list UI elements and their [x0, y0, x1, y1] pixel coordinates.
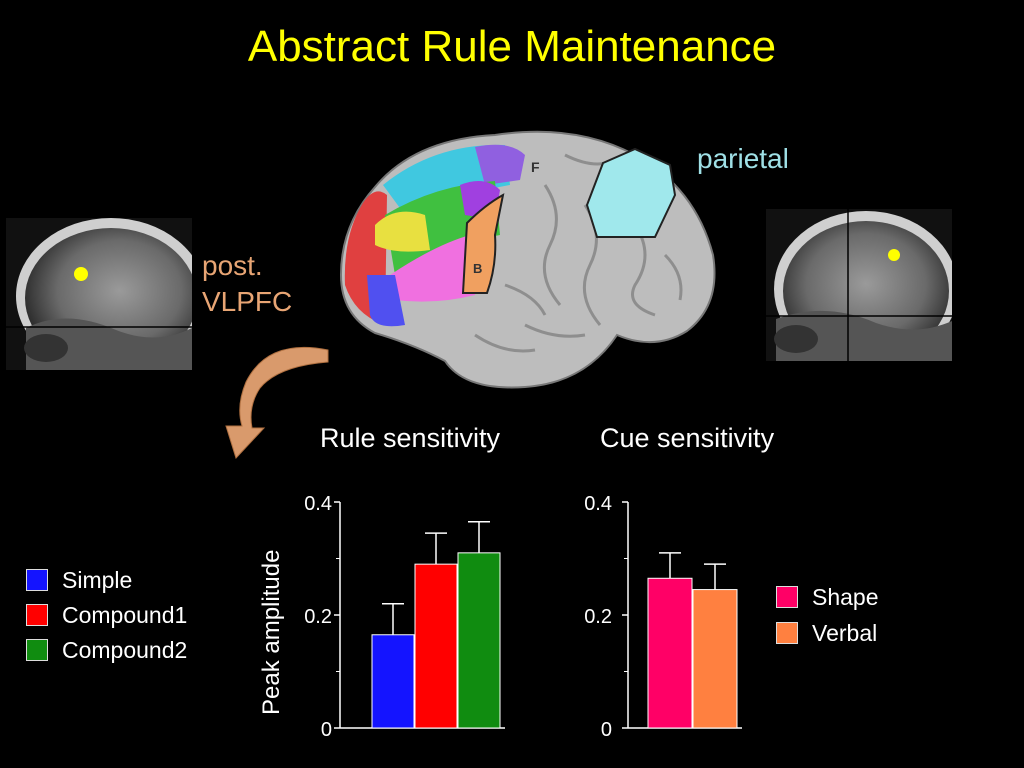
vlpfc-label-line2: VLPFC	[202, 286, 293, 317]
bar-compound1	[414, 563, 458, 729]
marker-f: F	[531, 159, 540, 175]
rule-sensitivity-title: Rule sensitivity	[320, 423, 501, 453]
legend-swatch	[26, 604, 48, 626]
curved-arrow-icon	[225, 346, 329, 459]
bar-shape	[647, 577, 693, 729]
parietal-label: parietal	[697, 143, 789, 174]
y-tick-label: 0	[601, 719, 612, 741]
legend-label: Compound1	[62, 602, 188, 628]
y-tick-label: 0.2	[304, 606, 332, 628]
legend-swatch	[776, 586, 798, 608]
vlpfc-label: post. VLPFC	[202, 248, 292, 320]
mri-scan-left	[6, 218, 192, 370]
region-parietal	[585, 147, 677, 238]
legend-label: Compound2	[62, 637, 188, 663]
brain-illustration: F B	[339, 130, 716, 389]
y-tick-label: 0.4	[584, 493, 612, 515]
mri-scan-right	[766, 209, 952, 361]
marker-b: B	[473, 261, 482, 276]
legend-label: Verbal	[812, 620, 878, 646]
region-yellow	[375, 211, 430, 252]
region-orange-b	[461, 193, 505, 294]
region-purple-top	[475, 144, 525, 185]
y-axis-label: Peak amplitude	[258, 549, 285, 715]
legend-swatch	[26, 569, 48, 591]
y-tick-label: 0	[321, 719, 332, 741]
y-tick-label: 0.4	[304, 493, 332, 515]
cue-sensitivity-chart: 0 0.2 0.4	[584, 493, 742, 741]
legend-swatch	[776, 622, 798, 644]
bar-verbal	[692, 589, 738, 729]
legend-label: Shape	[812, 584, 879, 610]
region-blue	[367, 275, 405, 327]
vlpfc-label-line1: post.	[202, 250, 263, 281]
page-title: Abstract Rule Maintenance	[247, 22, 777, 71]
bar-simple	[371, 634, 415, 729]
region-cyan	[383, 144, 510, 215]
legend-swatch	[26, 639, 48, 661]
bar-compound2	[457, 552, 501, 729]
legend-label: Simple	[62, 567, 133, 593]
y-tick-label: 0.2	[584, 606, 612, 628]
cue-sensitivity-title: Cue sensitivity	[600, 423, 775, 453]
region-magenta	[390, 235, 475, 302]
rule-sensitivity-chart: 0 0.2 0.4	[304, 493, 505, 741]
